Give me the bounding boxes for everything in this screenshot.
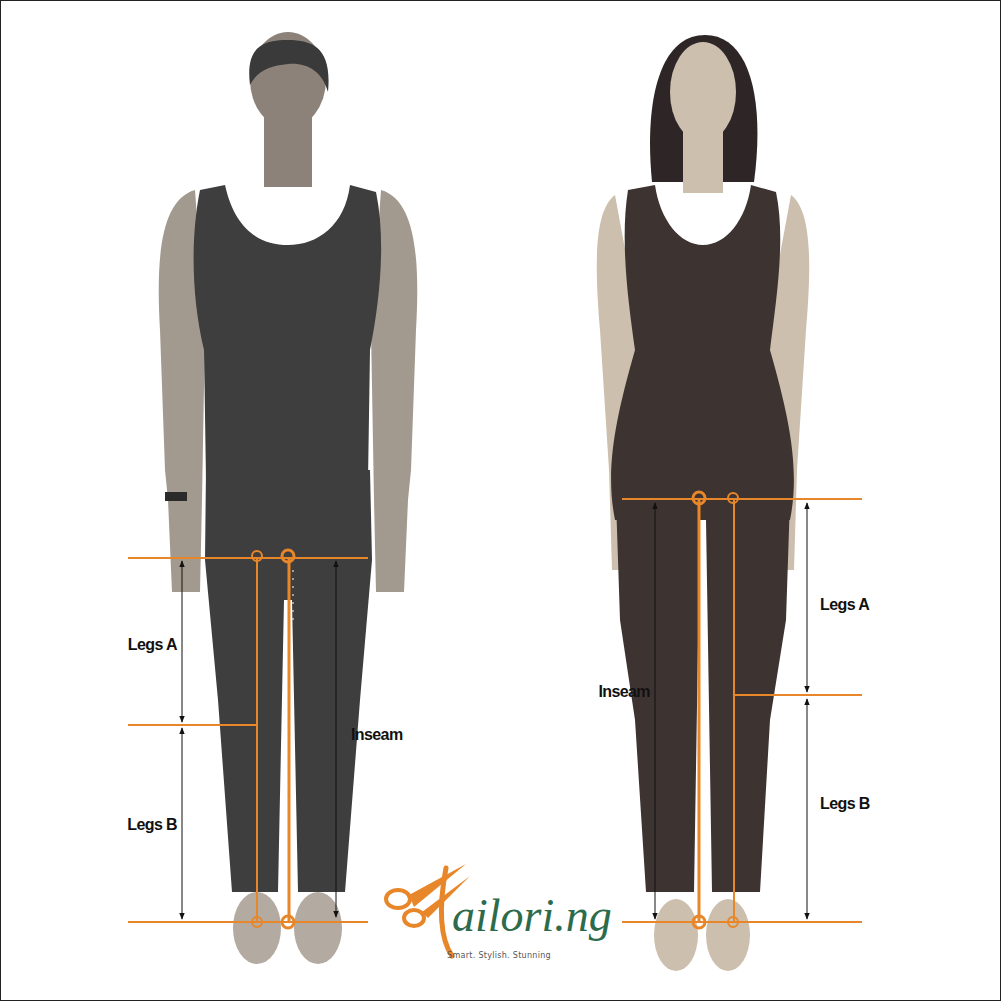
point-marker — [252, 917, 262, 927]
dimension-arrow — [655, 503, 656, 919]
point-marker — [693, 492, 705, 504]
guide-line — [256, 558, 258, 922]
point-marker — [252, 551, 262, 561]
dimension-label: Inseam — [351, 727, 403, 743]
point-marker — [693, 916, 705, 928]
guide-line — [128, 557, 368, 559]
point-marker — [282, 550, 294, 562]
guide-line — [288, 558, 291, 922]
logo-letter-t — [441, 868, 452, 956]
guide-line — [128, 724, 258, 726]
dotted-line — [293, 570, 294, 620]
point-marker — [728, 917, 738, 927]
guide-line — [622, 498, 862, 500]
guide-line — [622, 921, 862, 923]
point-marker — [728, 493, 738, 503]
dimension-label: Legs A — [820, 597, 869, 613]
dimension-arrow — [182, 561, 183, 722]
hair — [249, 40, 328, 92]
foot — [654, 899, 698, 971]
guide-line — [733, 499, 735, 922]
torso — [194, 185, 382, 480]
dimension-label: Inseam — [598, 684, 650, 700]
scissors-icon — [404, 910, 424, 926]
dimension-label: Legs B — [127, 817, 177, 833]
guide-line — [735, 694, 862, 696]
dimension-arrow — [336, 561, 337, 917]
dimension-arrow — [182, 728, 183, 919]
head — [670, 42, 736, 142]
logo-text: ailori.ng — [452, 893, 612, 939]
foot — [294, 892, 342, 964]
logo-tagline: Smart. Stylish. Stunning — [447, 952, 551, 960]
point-marker — [282, 916, 294, 928]
guide-line — [128, 921, 368, 923]
dimension-arrow — [807, 503, 808, 692]
foot — [706, 899, 750, 971]
dimension-arrow — [807, 699, 808, 919]
watch — [165, 492, 187, 501]
torso — [611, 185, 794, 520]
guide-line — [698, 499, 701, 922]
scissors-icon — [386, 890, 410, 908]
dimension-label: Legs A — [128, 637, 177, 653]
dimension-label: Legs B — [820, 796, 870, 812]
